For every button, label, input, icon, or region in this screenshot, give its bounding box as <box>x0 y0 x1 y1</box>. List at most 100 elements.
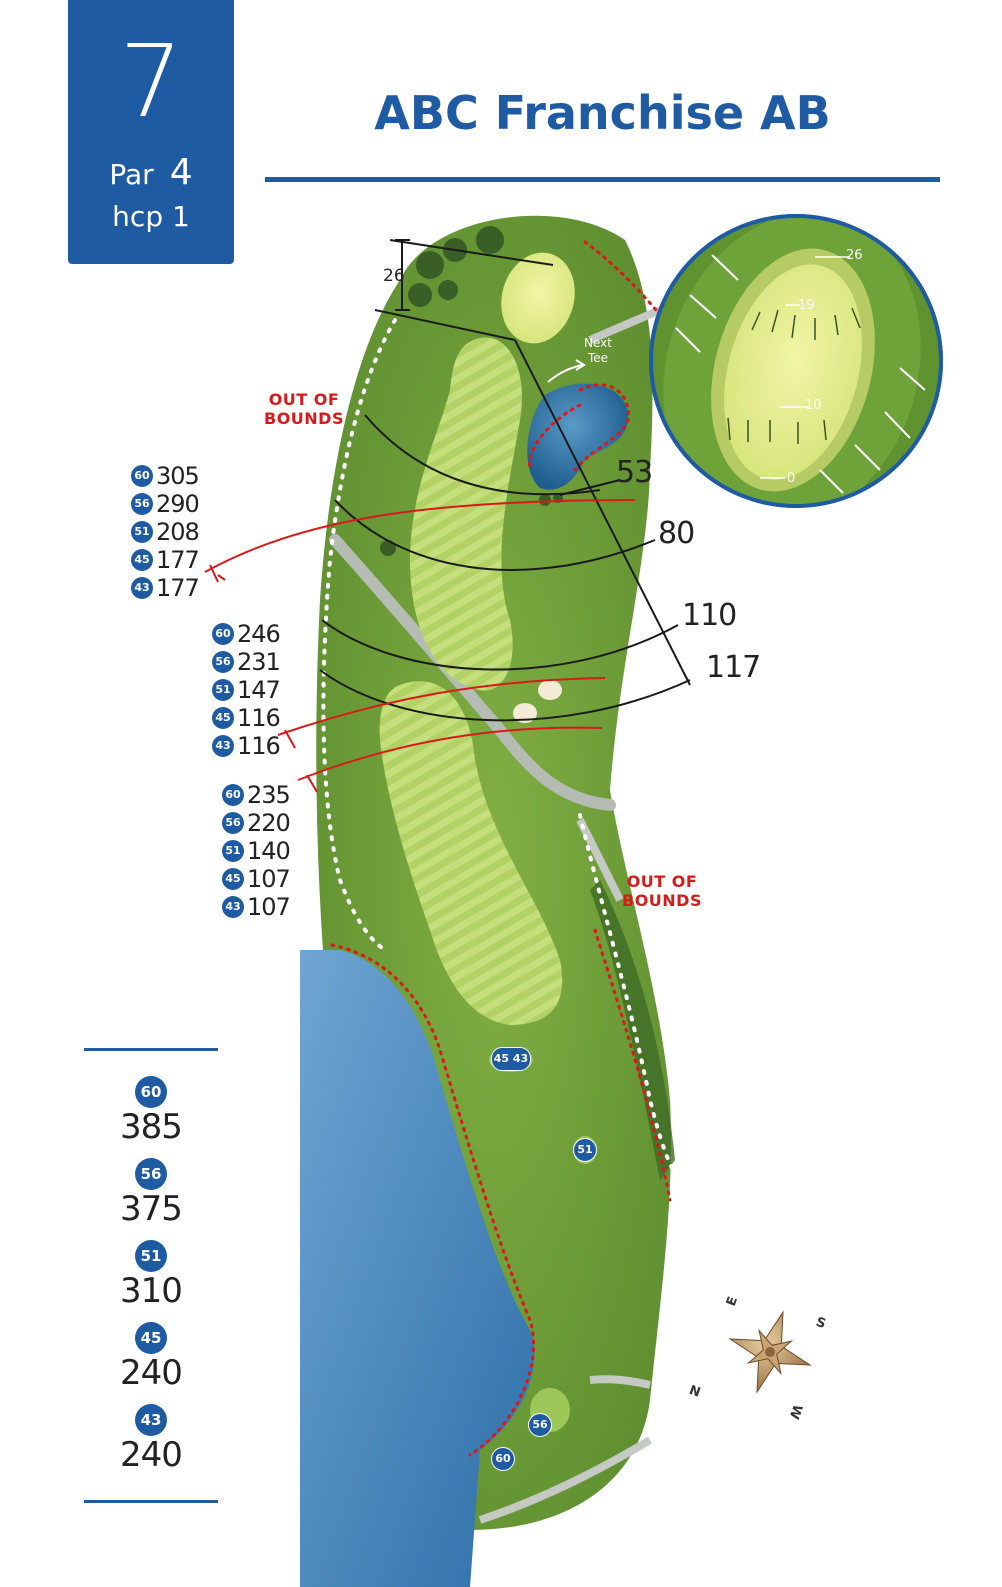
tee-badge: 45 <box>212 707 234 729</box>
pond <box>527 383 629 490</box>
tee-badge: 60 <box>131 465 153 487</box>
arc-label-53: 53 <box>616 455 653 490</box>
tee-badge: 45 <box>135 1322 167 1354</box>
oob-label-right: OUT OF BOUNDS <box>620 872 704 910</box>
tee-length: 385 <box>120 1107 183 1147</box>
compass-rose <box>728 1310 812 1394</box>
oob-right-line-2: BOUNDS <box>622 891 702 910</box>
distance-value: 140 <box>247 837 291 865</box>
distance-value: 208 <box>156 518 200 546</box>
carry-lines <box>204 499 636 793</box>
bunker <box>513 703 537 723</box>
cart-path <box>329 534 616 811</box>
distance-value: 177 <box>156 546 200 574</box>
green-depth-upper: 19 <box>798 298 815 313</box>
tee-marker-60: 60 <box>491 1447 515 1471</box>
tee-badge: 56 <box>212 651 234 673</box>
white-stakes-right <box>578 813 682 1182</box>
arc-label-117: 117 <box>706 650 761 685</box>
tee-badge: 45 <box>131 549 153 571</box>
next-tee-label: Next Tee <box>584 336 612 366</box>
green <box>501 252 575 344</box>
tee-badge: 51 <box>222 840 244 862</box>
oob-right-line-1: OUT OF <box>626 872 698 891</box>
tee-badge: 56 <box>222 812 244 834</box>
tee-length: 375 <box>120 1189 183 1229</box>
slope-arrows <box>675 254 926 494</box>
tee-badge: 45 <box>222 868 244 890</box>
title-divider <box>265 177 940 182</box>
arc-label-80: 80 <box>658 516 695 551</box>
tee-marker-51: 51 <box>573 1138 597 1162</box>
tee-marker-45-43: 45 43 <box>491 1047 531 1071</box>
distance-value: 107 <box>247 893 291 921</box>
oob-lines <box>330 240 672 1457</box>
fairway-upper <box>410 337 522 691</box>
next-tee-arrow <box>547 364 583 383</box>
distance-value: 235 <box>247 781 291 809</box>
par-label: Par <box>109 158 154 191</box>
green-detail-inset <box>649 214 943 508</box>
tee-badge: 51 <box>131 521 153 543</box>
totals-bottom-divider <box>84 1500 218 1503</box>
next-tee-line-2: Tee <box>588 351 609 365</box>
tee-badge: 60 <box>222 784 244 806</box>
par-row: Par 4 <box>68 152 234 193</box>
page-title: ABC Franchise AB <box>374 86 831 140</box>
distance-value: 147 <box>237 676 281 704</box>
distance-value: 305 <box>156 462 200 490</box>
arc-label-110: 110 <box>682 598 737 633</box>
distance-value: 177 <box>156 574 200 602</box>
tee-badge: 51 <box>212 679 234 701</box>
tree-line-right <box>590 880 675 1180</box>
fairway-lower <box>379 681 563 1025</box>
oob-left-line-2: BOUNDS <box>264 409 344 428</box>
hcp-label: hcp 1 <box>112 200 190 233</box>
distance-value: 290 <box>156 490 200 518</box>
tee-badge: 56 <box>131 493 153 515</box>
tee-length: 310 <box>120 1271 183 1311</box>
par-value: 4 <box>169 152 193 193</box>
distance-value: 116 <box>237 704 281 732</box>
green-depth-lower: 10 <box>805 398 822 413</box>
tee-badge: 51 <box>135 1240 167 1272</box>
totals-top-divider <box>84 1048 218 1051</box>
distance-arcs <box>319 239 691 722</box>
green-depth-bottom: 0 <box>787 471 796 486</box>
water-hazard <box>300 950 535 1587</box>
distance-value: 107 <box>247 865 291 893</box>
oob-label-left: OUT OF BOUNDS <box>262 390 346 428</box>
tee-badge: 60 <box>212 623 234 645</box>
tee-badge: 43 <box>222 896 244 918</box>
tee-badge: 43 <box>135 1404 167 1436</box>
next-tee-line-1: Next <box>584 336 612 350</box>
bunker <box>538 680 562 700</box>
distance-value: 116 <box>237 732 281 760</box>
green-slope-arrows <box>727 307 861 444</box>
distance-value: 231 <box>237 648 281 676</box>
distance-value: 246 <box>237 620 281 648</box>
